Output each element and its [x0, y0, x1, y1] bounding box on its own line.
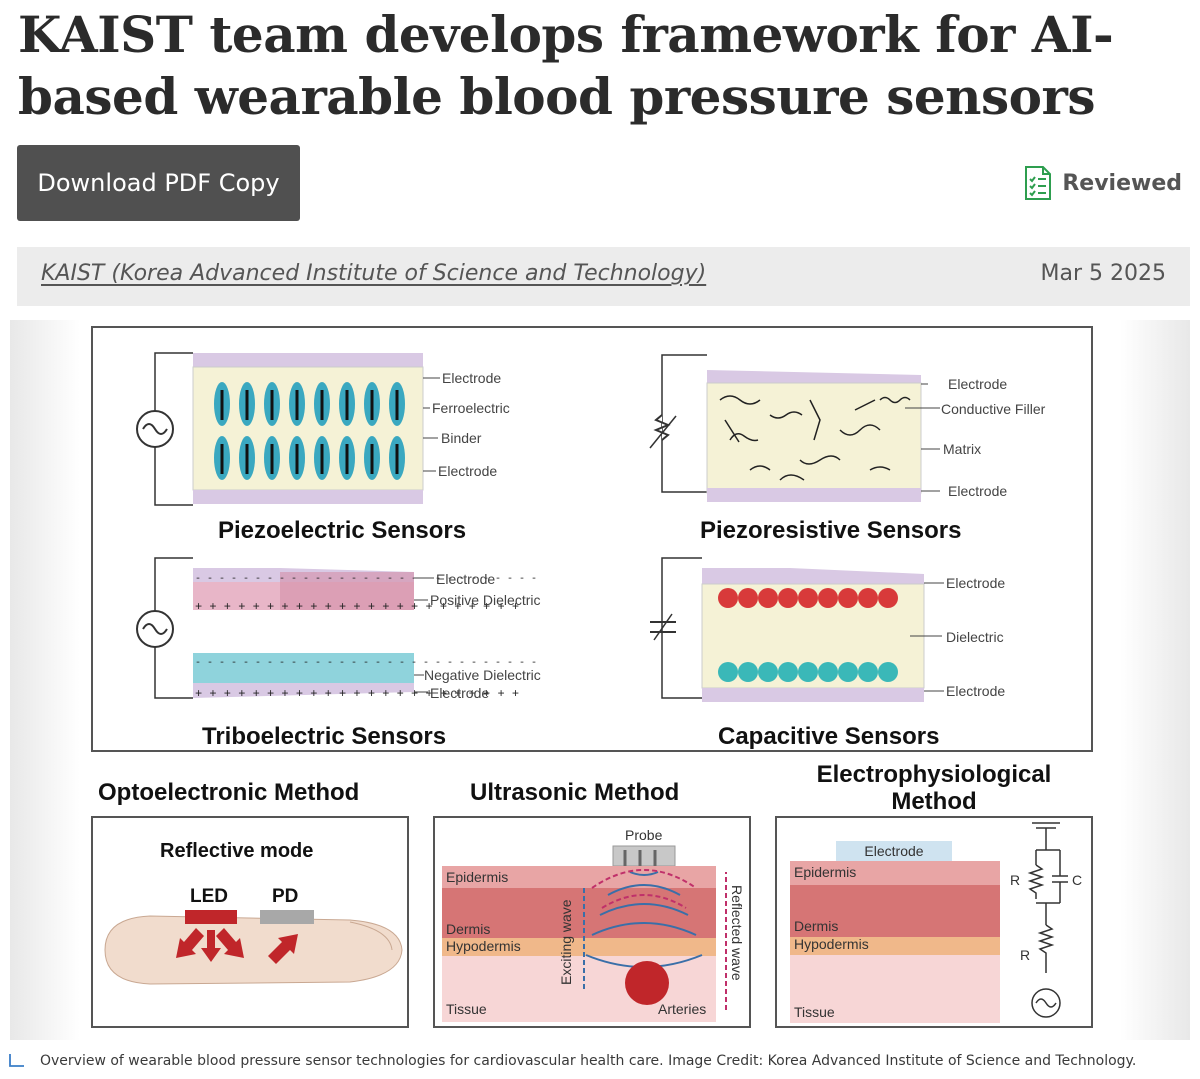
- figure-label: C: [1072, 872, 1082, 888]
- optoelectronic-title: Optoelectronic Method: [98, 779, 359, 806]
- figure-label: PD: [272, 886, 298, 907]
- figure-label: Matrix: [943, 441, 981, 457]
- source-bar: KAIST (Korea Advanced Institute of Scien…: [17, 247, 1190, 306]
- figure-label: - - - - - - - - - - - - - - - - - - - - …: [195, 658, 537, 669]
- piezoresistive-title: Piezoresistive Sensors: [700, 517, 961, 544]
- reviewed-badge[interactable]: Reviewed: [1024, 166, 1182, 200]
- figure-label: Dielectric: [946, 629, 1004, 645]
- piezoelectric-title: Piezoelectric Sensors: [218, 517, 466, 544]
- figure-label: Reflective mode: [160, 840, 313, 862]
- article-title: KAIST team develops framework for AI-bas…: [18, 5, 1114, 126]
- figure-label: Hypodermis: [794, 936, 869, 952]
- figure-label: Tissue: [446, 1001, 487, 1017]
- figure-label: Binder: [441, 430, 482, 446]
- figure-label: R: [1020, 947, 1030, 963]
- electrophysiological-title-1: Electrophysiological: [817, 761, 1052, 788]
- figure-label: Electrode: [442, 370, 501, 386]
- ultrasonic-diagram: Probe Epidermis Dermis Hypodermis Tissue…: [433, 816, 751, 1028]
- caption-corner-icon: [9, 1054, 24, 1067]
- reviewed-label: Reviewed: [1062, 170, 1182, 196]
- figure-label: Electrode: [436, 571, 495, 587]
- figure-label: + + + + + + + + + + + + + + + + + + + + …: [195, 600, 519, 614]
- publish-date: Mar 5 2025: [1040, 261, 1166, 286]
- document-check-icon: [1025, 166, 1052, 200]
- figure-label: Conductive Filler: [941, 401, 1046, 417]
- ultrasonic-title: Ultrasonic Method: [470, 779, 679, 806]
- figure-label: Electrode: [948, 376, 1007, 392]
- source-link[interactable]: KAIST (Korea Advanced Institute of Scien…: [41, 261, 707, 286]
- figure-label: Epidermis: [446, 869, 508, 885]
- sensor-figure: Electrode Ferroelectric Binder Electrode…: [10, 320, 1190, 1040]
- figure-label: Reflected wave: [729, 885, 745, 981]
- figure-label: Electrode: [430, 685, 489, 701]
- figure-label: Exciting wave: [558, 899, 574, 985]
- optoelectronic-diagram: Reflective mode LED PD: [91, 816, 409, 1028]
- figure-label: Epidermis: [794, 864, 856, 880]
- figure-label: Tissue: [794, 1004, 835, 1020]
- figure-label: Negative Dielectric: [424, 667, 541, 683]
- figure-label: Ferroelectric: [432, 400, 510, 416]
- figure-label: Dermis: [794, 918, 838, 934]
- figure-label: Electrode: [946, 683, 1005, 699]
- figure-label: Arteries: [658, 1001, 706, 1017]
- electrophysiological-title-2: Method: [891, 788, 976, 815]
- figure-label: Probe: [625, 827, 663, 843]
- figure-label: Electrode: [864, 843, 923, 859]
- figure-label: LED: [190, 886, 228, 907]
- figure-label: Positive Dielectric: [430, 592, 540, 608]
- piezoresistive-diagram: Electrode Conductive Filler Matrix Elect…: [649, 354, 1046, 544]
- figure-label: Electrode: [438, 463, 497, 479]
- figure-label: Electrode: [946, 575, 1005, 591]
- figure-label: R: [1010, 872, 1020, 888]
- triboelectric-title: Triboelectric Sensors: [202, 723, 446, 750]
- figure-label: - - - - - - - - - - - - - - - - - - - - …: [195, 574, 537, 585]
- figure-label: + + + + + + + + + + + + + + + + + + + + …: [195, 687, 519, 701]
- figure-label: Dermis: [446, 921, 490, 937]
- capacitive-diagram: Electrode Dielectric Electrode Capacitiv…: [650, 557, 1005, 750]
- figure-caption: Overview of wearable blood pressure sens…: [40, 1053, 1137, 1069]
- capacitive-title: Capacitive Sensors: [718, 723, 939, 750]
- download-pdf-button[interactable]: Download PDF Copy: [17, 145, 300, 221]
- triboelectric-diagram: - - - - - - - - - - - - - - - - - - - - …: [136, 557, 541, 750]
- electrophysiological-diagram: Electrode Epidermis Dermis Hypodermis Ti…: [775, 816, 1093, 1028]
- figure-label: Electrode: [948, 483, 1007, 499]
- piezoelectric-diagram: Electrode Ferroelectric Binder Electrode…: [136, 352, 510, 544]
- figure-label: Hypodermis: [446, 938, 521, 954]
